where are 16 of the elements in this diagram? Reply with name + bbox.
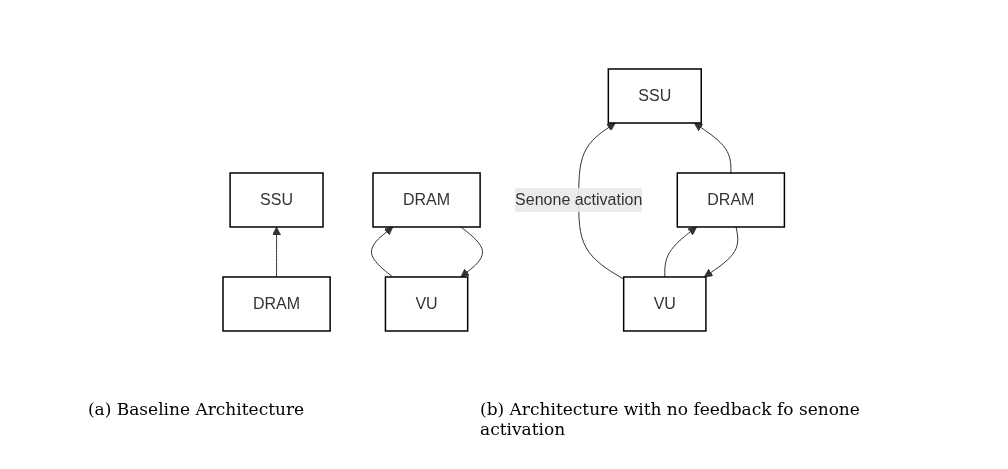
figure-caption: (a) Baseline Architecture xyxy=(87,399,305,421)
node-box: DRAM xyxy=(222,275,332,332)
arrow xyxy=(272,226,282,277)
arrow xyxy=(460,226,484,277)
figure-caption: (b) Architecture with no feedback fo senone activation xyxy=(480,399,861,441)
node-box: DRAM xyxy=(676,171,786,228)
arrow xyxy=(694,122,732,173)
node-box: SSU xyxy=(229,171,325,228)
node-box: VU xyxy=(385,275,469,332)
arrow xyxy=(664,226,698,277)
node-box: DRAM xyxy=(372,171,482,228)
arrow xyxy=(704,226,739,277)
node-box: VU xyxy=(623,275,707,332)
edge-label: Senone activation xyxy=(515,190,643,208)
node-box: SSU xyxy=(607,67,703,124)
arrow xyxy=(371,226,394,277)
